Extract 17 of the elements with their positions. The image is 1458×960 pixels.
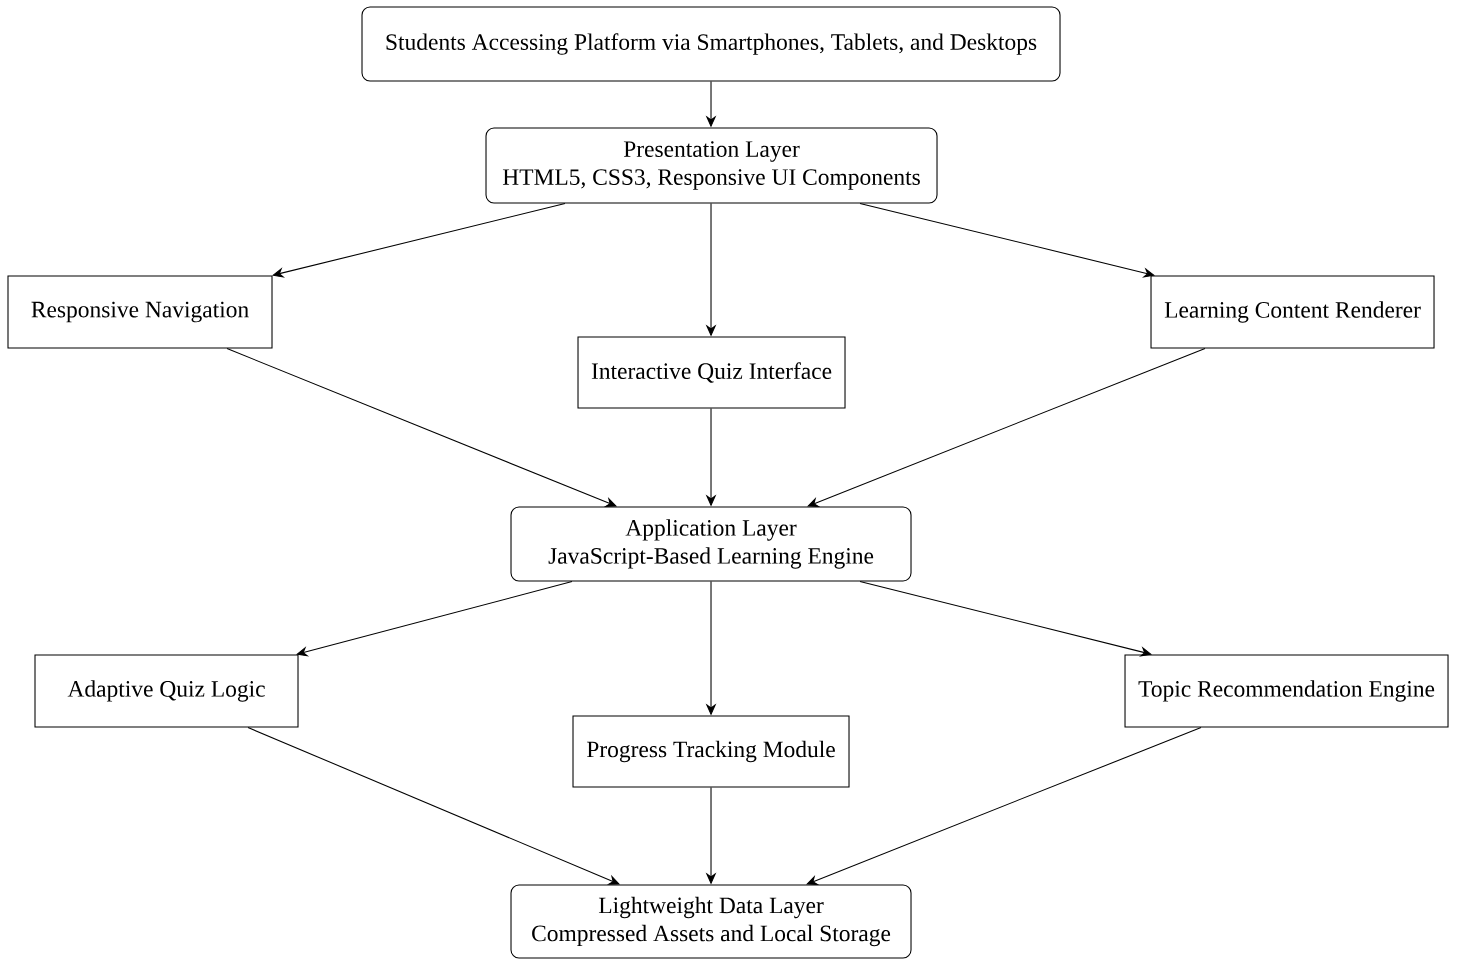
layer-box: Lightweight Data Layer Compressed Assets and Local Storage bbox=[510, 884, 912, 959]
arrow bbox=[247, 727, 620, 885]
arrow bbox=[806, 727, 1202, 886]
module-box: Progress Tracking Module bbox=[572, 715, 850, 788]
module-box: Learning Content Renderer bbox=[1150, 275, 1435, 349]
layer-box: Presentation Layer HTML5, CSS3, Responsive UI Components bbox=[485, 127, 938, 204]
arrow bbox=[296, 581, 573, 657]
arrow bbox=[859, 203, 1155, 278]
arrow bbox=[272, 203, 566, 278]
layer-box: Students Accessing Platform via Smartphones, Tablets, and Desktops bbox=[361, 6, 1061, 82]
layer-box: Application Layer JavaScript-Based Learning Engine bbox=[510, 506, 912, 582]
module-box: Responsive Navigation bbox=[7, 275, 273, 349]
module-box: Adaptive Quiz Logic bbox=[34, 654, 299, 728]
arrow bbox=[226, 348, 617, 507]
module-box: Topic Recommendation Engine bbox=[1124, 654, 1449, 728]
arrow bbox=[807, 348, 1206, 508]
module-box: Interactive Quiz Interface bbox=[577, 336, 846, 409]
